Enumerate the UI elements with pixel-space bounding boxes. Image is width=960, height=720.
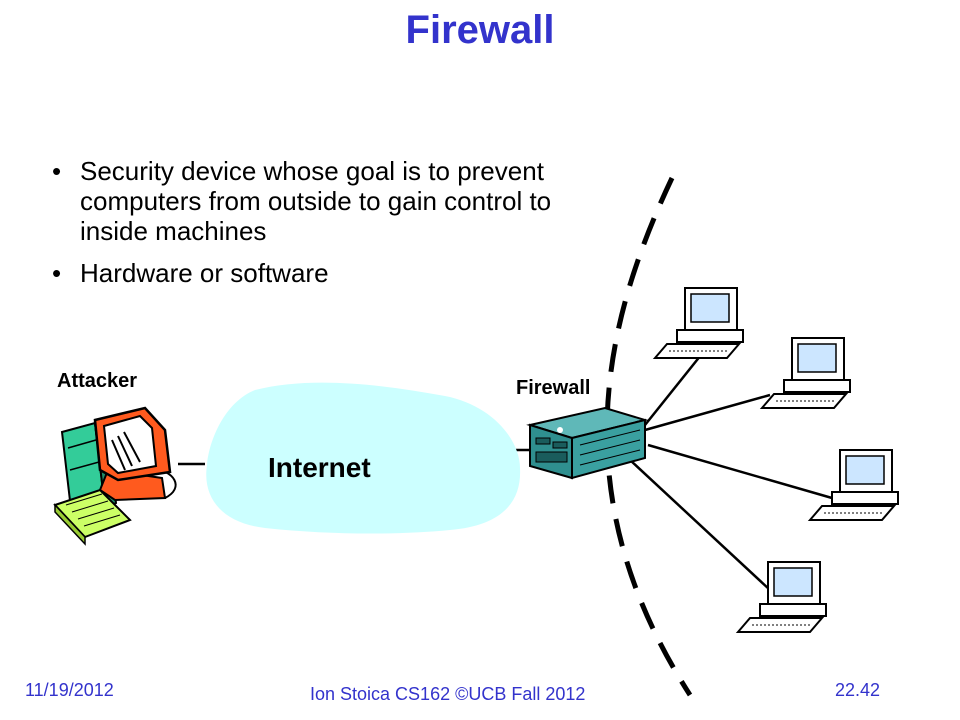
footer-credit: Ion Stoica CS162 ©UCB Fall 2012 <box>310 684 586 704</box>
footer-page-number: 22.42 <box>835 680 881 700</box>
slide-title: Firewall <box>405 8 555 52</box>
bullet-item: Security device whose goal is to prevent… <box>50 156 590 246</box>
internet-cloud-icon <box>206 382 521 534</box>
bullet-list: Security device whose goal is to prevent… <box>50 156 590 300</box>
firewall-device-icon <box>526 406 649 480</box>
attacker-computer-icon <box>53 406 177 546</box>
footer-date: 11/19/2012 <box>25 680 114 700</box>
firewall-label: Firewall <box>516 377 591 399</box>
desktop-computer-icon <box>759 337 851 409</box>
network-boundary-line <box>604 176 693 697</box>
attacker-label: Attacker <box>57 370 138 392</box>
desktop-computer-icon <box>652 287 744 359</box>
desktop-computer-icon <box>807 449 899 521</box>
internet-label: Internet <box>268 452 371 483</box>
desktop-computer-icon <box>735 561 827 633</box>
bullet-item: Hardware or software <box>50 258 590 288</box>
